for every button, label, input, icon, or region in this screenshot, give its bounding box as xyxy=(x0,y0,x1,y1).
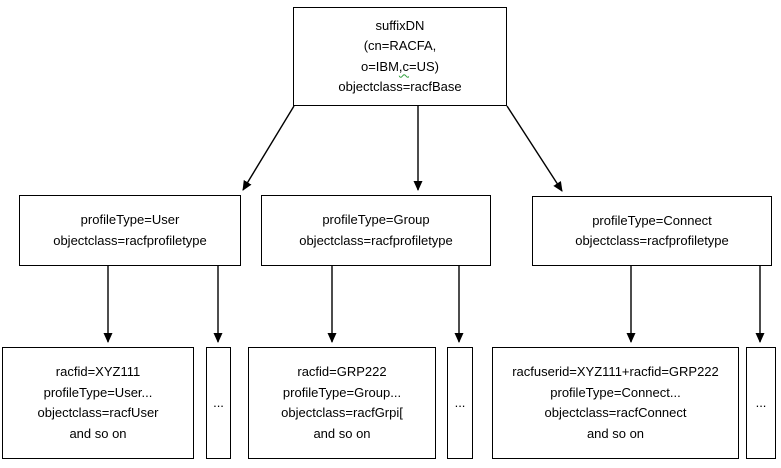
profiletype-user-line1: profileType=User xyxy=(80,212,180,227)
group-entry-line2: profileType=Group... xyxy=(282,384,402,400)
suffixdn-o-c-post: =US) xyxy=(409,58,440,74)
profiletype-group-line1: profileType=Group xyxy=(322,212,430,227)
suffixdn-objectclass: objectclass=racfBase xyxy=(338,79,462,94)
user-entry-line2: profileType=User... xyxy=(43,384,153,400)
connect-entry-line4: and so on xyxy=(586,425,645,441)
node-racf-connect-entry: racfuserid=XYZ111+racfid=GRP222 profileT… xyxy=(492,347,739,459)
more-groups-ellipsis: ... xyxy=(454,394,466,410)
suffixdn-title: suffixDN xyxy=(375,17,425,33)
suffixdn-o-c-pre: o=IBM xyxy=(360,58,399,74)
profiletype-connect-line2: objectclass=racfprofiletype xyxy=(575,233,729,248)
more-groups-box: ... xyxy=(447,347,473,459)
connect-entry-line1: racfuserid=XYZ111+racfid=GRP222 xyxy=(512,364,719,379)
more-connects-ellipsis: ... xyxy=(755,394,767,410)
more-users-ellipsis: ... xyxy=(213,394,224,410)
edge-root-to-connecttype xyxy=(506,105,563,192)
node-profiletype-user: profileType=User objectclass=racfprofile… xyxy=(19,195,241,266)
connect-entry-line3: objectclass=racfConnect xyxy=(544,405,687,420)
group-entry-line1: racfid=GRP222 xyxy=(297,364,387,379)
edge-root-to-usertype xyxy=(242,105,295,191)
user-entry-line1: racfid=XYZ111 xyxy=(55,364,141,379)
group-entry-line4: and so on xyxy=(313,425,371,441)
node-racf-group-entry: racfid=GRP222 profileType=Group... objec… xyxy=(248,347,436,459)
profiletype-connect-line1: profileType=Connect xyxy=(592,212,712,228)
suffixdn-cn: (cn=RACFA, xyxy=(363,38,437,53)
group-entry-line3: objectclass=racfGrpi[ xyxy=(281,405,403,420)
profiletype-user-line2: objectclass=racfprofiletype xyxy=(53,232,207,248)
node-racf-user-entry: racfid=XYZ111 profileType=User... object… xyxy=(2,347,194,459)
node-suffixdn: suffixDN (cn=RACFA, o=IBM,c=US) objectcl… xyxy=(293,7,507,106)
connect-entry-line2: profileType=Connect... xyxy=(550,384,681,400)
user-entry-line4: and so on xyxy=(69,425,127,441)
spellcheck-squiggle-text: ,c xyxy=(398,58,410,74)
more-users-box: ... xyxy=(206,347,231,459)
node-profiletype-group: profileType=Group objectclass=racfprofil… xyxy=(261,195,491,266)
node-profiletype-connect: profileType=Connect objectclass=racfprof… xyxy=(532,196,772,266)
profiletype-group-line2: objectclass=racfprofiletype xyxy=(299,232,453,248)
suffixdn-o-c: o=IBM,c=US) xyxy=(361,57,439,78)
user-entry-line3: objectclass=racfUser xyxy=(37,405,159,420)
more-connects-box: ... xyxy=(746,347,776,459)
